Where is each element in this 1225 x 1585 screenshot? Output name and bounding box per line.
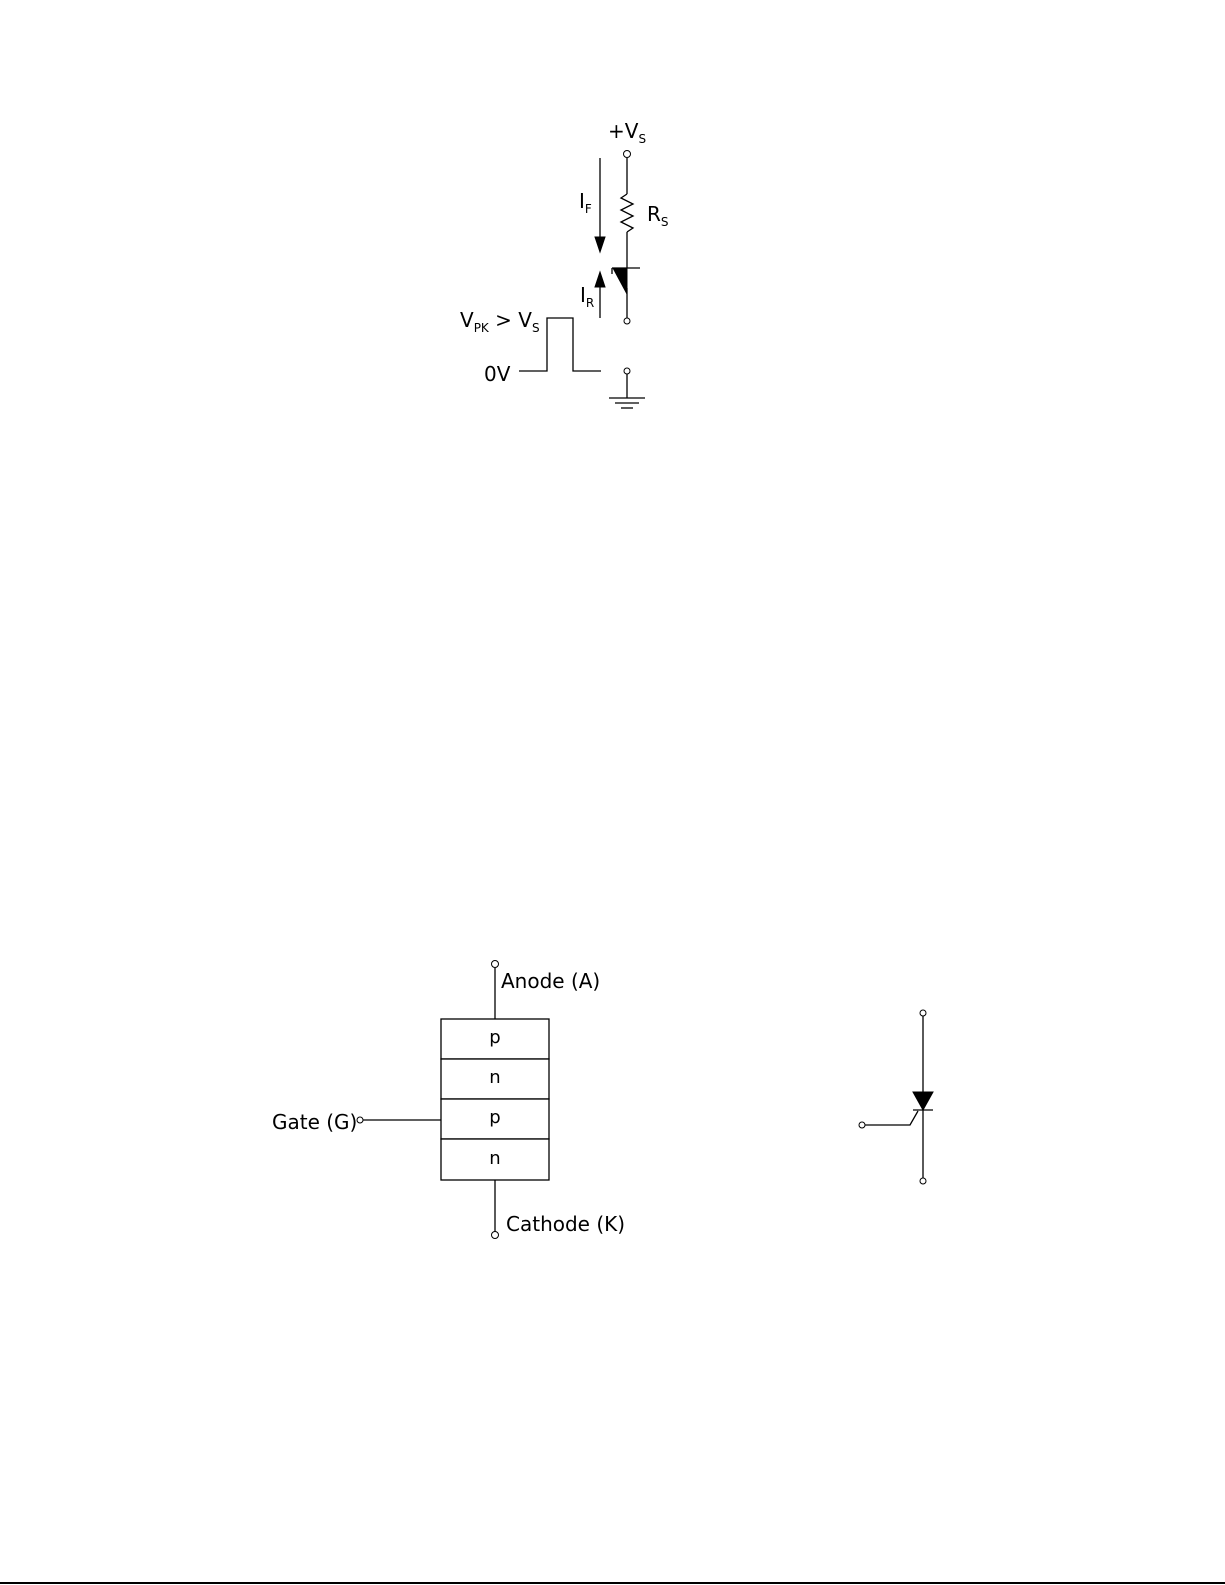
resistor-rs xyxy=(621,194,633,232)
gate-label: Gate (G) xyxy=(272,1110,357,1134)
symbol-cathode-terminal xyxy=(920,1178,926,1184)
thyristor-layer-structure: Anode (A) p n p n Gate (G) Cathode (K) xyxy=(272,961,625,1239)
resistor-label: RS xyxy=(647,202,669,229)
forward-current-label: IF xyxy=(579,189,592,216)
zener-diode-icon xyxy=(613,268,627,294)
cathode-terminal xyxy=(492,1232,499,1239)
layer-label-2: n xyxy=(489,1067,500,1088)
symbol-gate-wire xyxy=(865,1111,918,1125)
zener-pulse-circuit: +VS RS IF IR VPK > VS xyxy=(460,119,669,408)
layer-label-4: n xyxy=(489,1148,500,1169)
symbol-anode-terminal xyxy=(920,1010,926,1016)
layer-label-1: p xyxy=(489,1027,500,1048)
symbol-gate-terminal xyxy=(859,1122,865,1128)
ground-terminal xyxy=(624,368,630,374)
pulse-low-label: 0V xyxy=(484,362,511,386)
anode-label: Anode (A) xyxy=(501,969,600,993)
cathode-label: Cathode (K) xyxy=(506,1212,625,1236)
thyristor-symbol xyxy=(859,1010,933,1184)
reverse-current-label: IR xyxy=(580,283,594,310)
supply-label: +VS xyxy=(608,119,646,146)
layer-label-3: p xyxy=(489,1107,500,1128)
gate-terminal xyxy=(357,1117,363,1123)
anode-terminal xyxy=(492,961,499,968)
supply-terminal xyxy=(624,151,631,158)
pulse-high-label: VPK > VS xyxy=(460,308,540,335)
reverse-current-arrow-head-icon xyxy=(595,272,605,287)
thyristor-icon xyxy=(913,1092,933,1110)
zener-lower-terminal xyxy=(624,318,630,324)
forward-current-arrow-head-icon xyxy=(595,237,605,252)
